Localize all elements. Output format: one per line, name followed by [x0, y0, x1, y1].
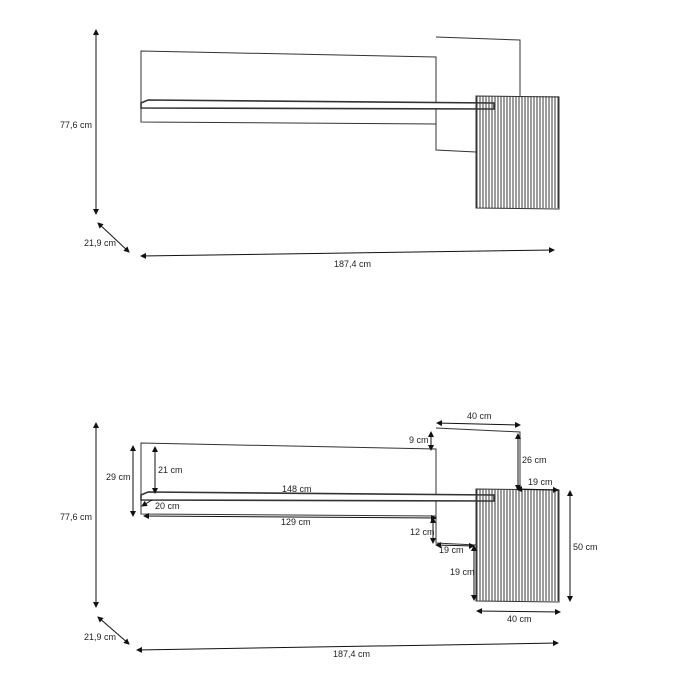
step-lower-label: 19 cm [450, 567, 475, 577]
width-dimension-line [136, 640, 559, 653]
width-label: 187,4 cm [333, 649, 370, 659]
top-panel-width-label: 40 cm [467, 411, 492, 421]
long-shelf [140, 99, 495, 110]
width-label: 187,4 cm [334, 259, 371, 269]
depth-label: 21,9 cm [84, 238, 116, 248]
wide-back-panel [140, 442, 437, 517]
height-label: 77,6 cm [60, 512, 92, 522]
height-label: 77,6 cm [60, 120, 92, 130]
depth-label: 21,9 cm [84, 632, 116, 642]
long-shelf [140, 491, 495, 502]
depth-dimension-line [97, 222, 130, 253]
wide-back-panel [140, 50, 437, 125]
step-width-label: 19 cm [439, 545, 464, 555]
shelf-length-label: 148 cm [282, 484, 312, 494]
slat-panel-height-label: 50 cm [573, 542, 598, 552]
slat-panel-offset-label: 19 cm [528, 477, 553, 487]
top-panel-offset-label: 9 cm [409, 435, 429, 445]
width-dimension-line [140, 247, 555, 259]
left-panel-height-label: 29 cm [106, 472, 131, 482]
slat-panel [476, 96, 559, 208]
overall-view: 77,6 cm 21,9 cm 187,4 cm [60, 29, 560, 269]
shelf-thickness-label: 20 cm [155, 501, 180, 511]
lower-panel-length-label: 129 cm [281, 517, 311, 527]
tall-panel [435, 36, 521, 153]
top-panel-gap-label: 26 cm [522, 455, 547, 465]
depth-dimension-line [97, 616, 130, 645]
slat-panel-width-label: 40 cm [507, 614, 532, 624]
slat-panel [476, 489, 559, 601]
step-height-label: 12 cm [410, 527, 435, 537]
detailed-view: 77,6 cm 21,9 cm 187,4 cm 29 cm 21 cm 20 … [60, 411, 598, 659]
shelf-offset-label: 21 cm [158, 465, 183, 475]
